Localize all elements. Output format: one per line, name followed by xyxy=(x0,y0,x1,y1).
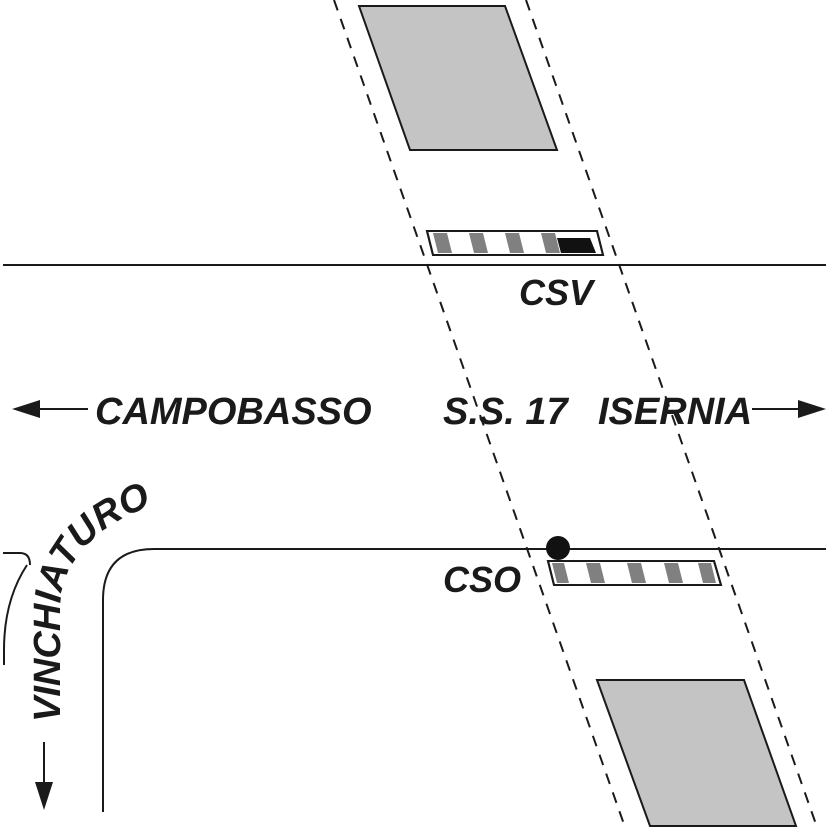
barrier-block-black xyxy=(557,238,596,253)
track-line-left xyxy=(333,0,627,830)
side-road-direction-arc xyxy=(3,564,28,665)
crossing-label-lower: CSO xyxy=(443,559,521,600)
barrier-stripe xyxy=(469,233,488,253)
road-name-label: S.S. 17 xyxy=(443,391,569,433)
block-lower xyxy=(595,679,798,827)
road-edge-bottom xyxy=(102,548,826,812)
side-road-edge-left xyxy=(3,552,31,566)
barrier-stripe xyxy=(627,563,646,583)
crossing-label-upper: CSV xyxy=(519,272,596,313)
barrier-stripe xyxy=(552,563,569,583)
barrier-upper xyxy=(425,230,605,256)
barrier-stripe xyxy=(698,563,716,583)
side-road-label-text: VINCHIATURO xyxy=(27,475,156,722)
signal-dot-icon xyxy=(546,536,570,560)
track-line-right xyxy=(525,0,819,830)
destination-left-label: CAMPOBASSO xyxy=(95,391,372,433)
destination-right-label: ISERNIA xyxy=(598,391,752,433)
side-road-label: VINCHIATURO xyxy=(27,475,156,722)
barrier-stripe xyxy=(541,233,560,253)
barrier-stripe xyxy=(664,563,683,583)
arrow-down-icon xyxy=(35,742,53,810)
arrow-right-icon xyxy=(752,400,826,418)
arrow-left-icon xyxy=(12,400,88,418)
barrier-stripe xyxy=(433,233,452,253)
block-upper xyxy=(357,5,559,151)
barrier-lower xyxy=(546,560,723,586)
barrier-stripe xyxy=(505,233,524,253)
barrier-stripe xyxy=(586,563,605,583)
